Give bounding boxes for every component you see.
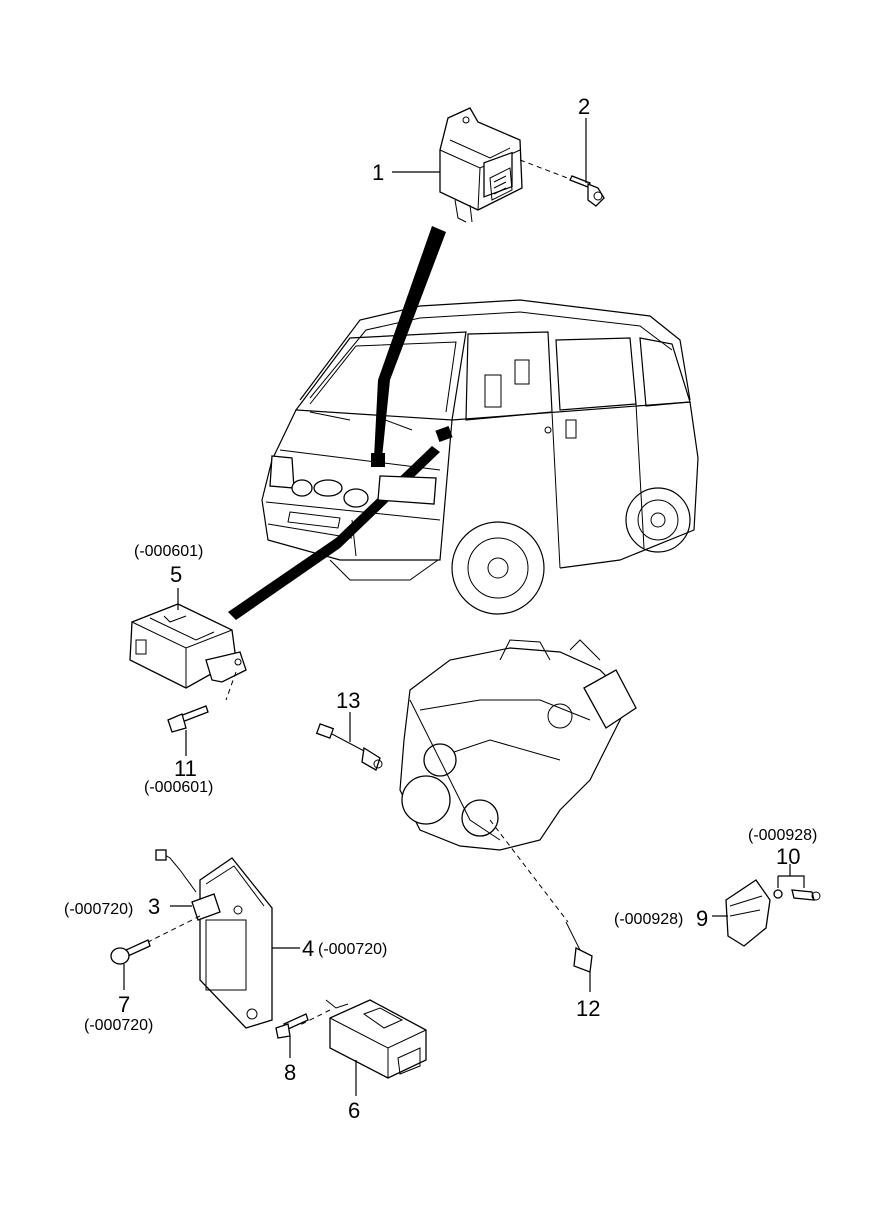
callout-11-code: (-000601)	[144, 779, 213, 796]
relay-part-5	[129, 603, 247, 689]
bolt-part-11	[167, 705, 209, 733]
callout-4: 4	[302, 936, 314, 961]
sensor-part-12	[565, 921, 593, 973]
sensor-part-13	[315, 723, 383, 771]
callout-9: 9	[696, 906, 708, 931]
callout-11: 11	[174, 756, 197, 781]
bolt-part-2	[569, 175, 605, 207]
module-part-9	[725, 879, 771, 947]
callout-10: 10	[776, 844, 800, 869]
callout-5: 5	[170, 562, 182, 587]
location-arrow-1	[374, 226, 446, 458]
van-illustration	[261, 299, 699, 615]
relay-part-6	[325, 999, 427, 1079]
bolt-part-8	[275, 1013, 309, 1039]
callout-1: 1	[372, 160, 384, 185]
callout-7: 7	[118, 992, 130, 1017]
callout-9-code: (-000928)	[614, 911, 683, 928]
callout-3: 3	[148, 894, 160, 919]
screw-part-10	[773, 889, 821, 901]
screw-part-7	[110, 939, 151, 965]
engine-illustration	[399, 639, 637, 851]
callout-6: 6	[348, 1098, 360, 1123]
location-arrow-5	[228, 446, 440, 620]
fastener-path-2	[519, 159, 579, 183]
bracket-part-4	[199, 857, 273, 1029]
relay-module-part-1	[439, 107, 523, 223]
callout-4-code: (-000720)	[318, 941, 387, 958]
callout-10-code: (-000928)	[748, 827, 817, 844]
callout-8: 8	[284, 1060, 296, 1085]
clip-part-3	[155, 849, 221, 921]
callout-5-code: (-000601)	[134, 543, 203, 560]
callout-3-code: (-000720)	[64, 901, 133, 918]
callout-2: 2	[578, 94, 590, 119]
callout-13: 13	[336, 688, 360, 713]
callout-7-code: (-000720)	[84, 1017, 153, 1034]
callout-12: 12	[576, 996, 600, 1021]
